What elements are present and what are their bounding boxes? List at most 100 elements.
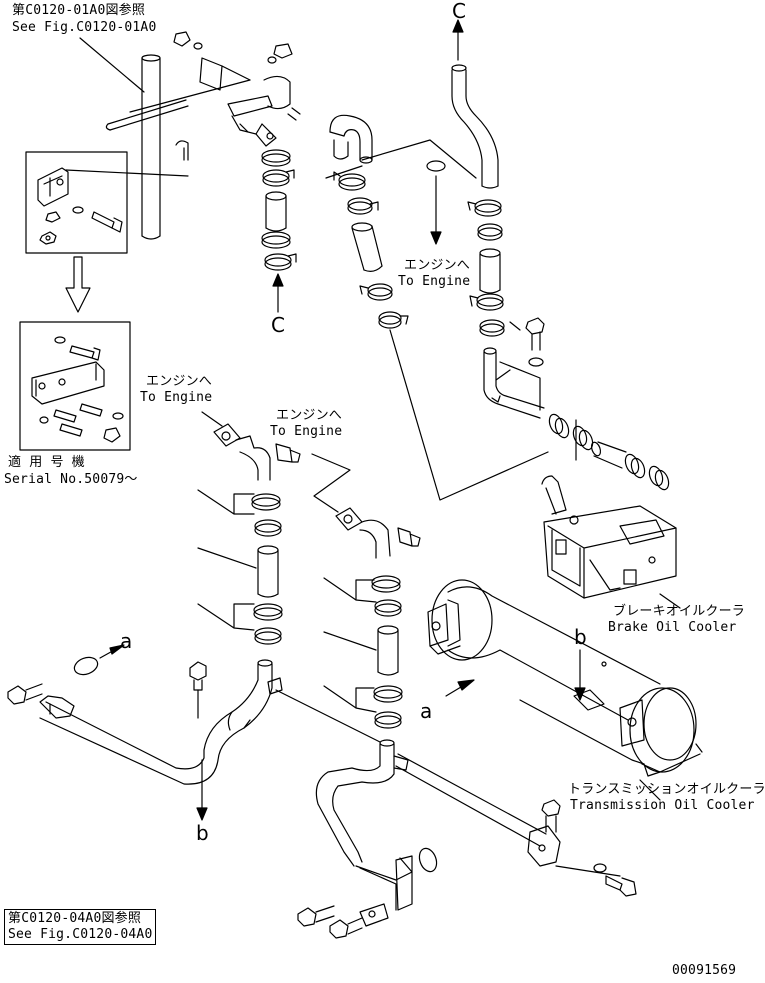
marker-a-left: a [120,629,133,653]
serial-jp: 適 用 号 機 [8,455,85,470]
gasket [72,654,100,677]
clamp [348,198,378,214]
brake-cooler-en: Brake Oil Cooler [608,620,737,635]
marker-a-right: a [420,699,433,723]
to-engine-jp-3: エンジンへ [276,408,343,423]
callout-brackets [198,490,256,630]
bottom-ref-jp: 第C0120-04A0図参照 [8,911,142,926]
lower-center-pipe [316,740,546,910]
to-engine-en-2: To Engine [140,390,213,405]
inset-arrow [66,257,90,312]
flange-elbow-right [336,508,420,558]
arrow-head [453,20,463,32]
gasket [427,161,445,171]
marker-b-right: b [574,625,587,649]
marker-c-upper: C [452,0,467,23]
inset-box-upper [26,152,127,253]
clamp [254,604,282,620]
hose [352,223,382,271]
leader-line [362,140,476,178]
bolt [190,662,206,690]
clamp [255,628,281,644]
clamp [468,200,501,216]
bolt [8,684,42,704]
clamp [470,294,503,310]
bolt [526,318,544,366]
brake-cooler-jp: ブレーキオイルクーラ [613,604,746,619]
clamp [480,320,504,336]
leader-line [510,322,520,330]
u-bolt [106,100,188,160]
clamp [262,150,290,166]
leader-line [500,362,576,460]
to-engine-en-1: To Engine [398,274,471,289]
transmission-oil-cooler [428,580,702,776]
gasket [416,846,439,874]
bottom-ref-en: See Fig.C0120-04A0 [8,927,153,942]
leader-line [130,80,250,112]
flange-elbow-left [214,424,300,480]
leader-line [276,690,380,742]
top-fitting [174,32,300,146]
arrow-head [431,232,441,244]
bolts-lower [298,904,388,938]
clamp [263,170,294,186]
to-engine-en-3: To Engine [270,424,343,439]
leader-line [202,412,222,426]
inset-box-lower [20,322,130,450]
drawing-number: 00091569 [672,963,737,978]
clamp [334,172,365,190]
marker-c-lower: C [271,313,286,337]
hose [590,441,626,468]
top-ref-jp: 第C0120-01A0図参照 [12,3,146,18]
leader-line [312,454,350,512]
bolt [542,800,560,832]
hose [258,546,278,597]
hose [378,626,398,675]
clamp [265,254,296,270]
brake-oil-cooler [542,476,676,598]
callout-brackets [324,578,376,712]
clamp [255,520,281,536]
leader-line [556,866,620,876]
arrow-head [197,808,207,820]
inset-bracket-upper [38,168,68,206]
brake-inlet-pipe [484,348,544,418]
frame-tube [142,55,160,239]
trans-cooler-jp: トランスミッションオイルクーラ [568,782,765,797]
ref-leader-line [80,38,144,92]
trans-cooler-en: Transmission Oil Cooler [570,798,755,813]
clamp [372,576,400,592]
to-engine-jp-1: エンジンへ [404,258,471,273]
s-bend-hose [330,115,372,163]
clamp [360,284,392,300]
marker-b-left: b [196,821,209,845]
leader-line [390,330,548,500]
leader-line [66,170,188,176]
clamp [623,453,647,480]
to-engine-jp-2: エンジンへ [146,374,213,389]
pipe-upper-right [452,65,498,188]
washer [594,864,606,872]
clamp [375,712,401,728]
bolt [606,876,636,896]
clamp [252,494,280,510]
inset-bolt-upper [40,207,122,244]
clamp [547,413,571,440]
hose [480,249,500,293]
clamp [375,600,401,616]
bracket [528,826,560,866]
clamp [478,224,502,240]
hose [266,192,286,231]
clamp [262,232,290,248]
arrow-head [273,274,283,286]
arrow-head [575,688,585,700]
leader-line [640,780,660,800]
inset-bolts-lower [40,337,123,442]
clamp [379,312,408,328]
clamp [647,465,671,492]
top-ref-en: See Fig.C0120-01A0 [12,20,157,35]
leader-line [660,594,680,608]
